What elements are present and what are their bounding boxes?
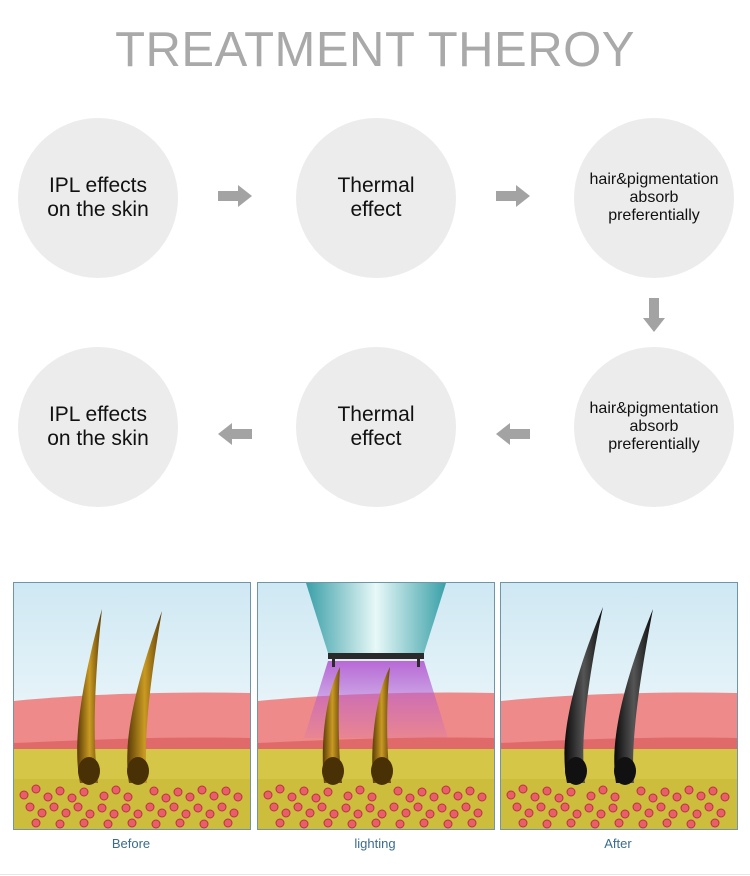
step-label: hair&pigmentation absorb preferentially — [589, 400, 719, 453]
before-illustration — [13, 582, 251, 830]
arrow-down-icon — [643, 298, 665, 332]
step-label: IPL effects on the skin — [47, 174, 149, 221]
step-label: hair&pigmentation absorb preferentially — [589, 171, 719, 224]
skin-cross-section-lighting — [258, 583, 494, 829]
step-ipl-effects-circle: IPL effects on the skin — [18, 118, 178, 278]
step-label: Thermal effect — [337, 403, 415, 450]
divider — [0, 874, 750, 875]
arrow-left-icon — [496, 423, 530, 445]
blood-cells — [19, 784, 243, 829]
step-label: IPL effects on the skin — [47, 403, 149, 450]
arrow-right-icon — [496, 185, 530, 207]
step-thermal-effect-circle: Thermal effect — [296, 118, 456, 278]
step-thermal-effect-circle: Thermal effect — [296, 347, 456, 507]
after-caption: After — [604, 836, 632, 851]
step-ipl-effects-circle: IPL effects on the skin — [18, 347, 178, 507]
blood-cells — [506, 784, 730, 829]
step-absorb-circle: hair&pigmentation absorb preferentially — [574, 118, 734, 278]
arrow-left-icon — [218, 423, 252, 445]
arrow-right-icon — [218, 185, 252, 207]
blood-cells — [263, 784, 487, 829]
after-illustration — [500, 582, 738, 830]
lighting-caption: lighting — [354, 836, 396, 851]
step-absorb-circle: hair&pigmentation absorb preferentially — [574, 347, 734, 507]
step-label: Thermal effect — [337, 174, 415, 221]
before-caption: Before — [111, 836, 151, 851]
skin-cross-section-after — [501, 583, 737, 829]
page-title: TREATMENT THEROY — [115, 23, 635, 77]
skin-cross-section-before — [14, 583, 250, 829]
lighting-illustration — [257, 582, 495, 830]
